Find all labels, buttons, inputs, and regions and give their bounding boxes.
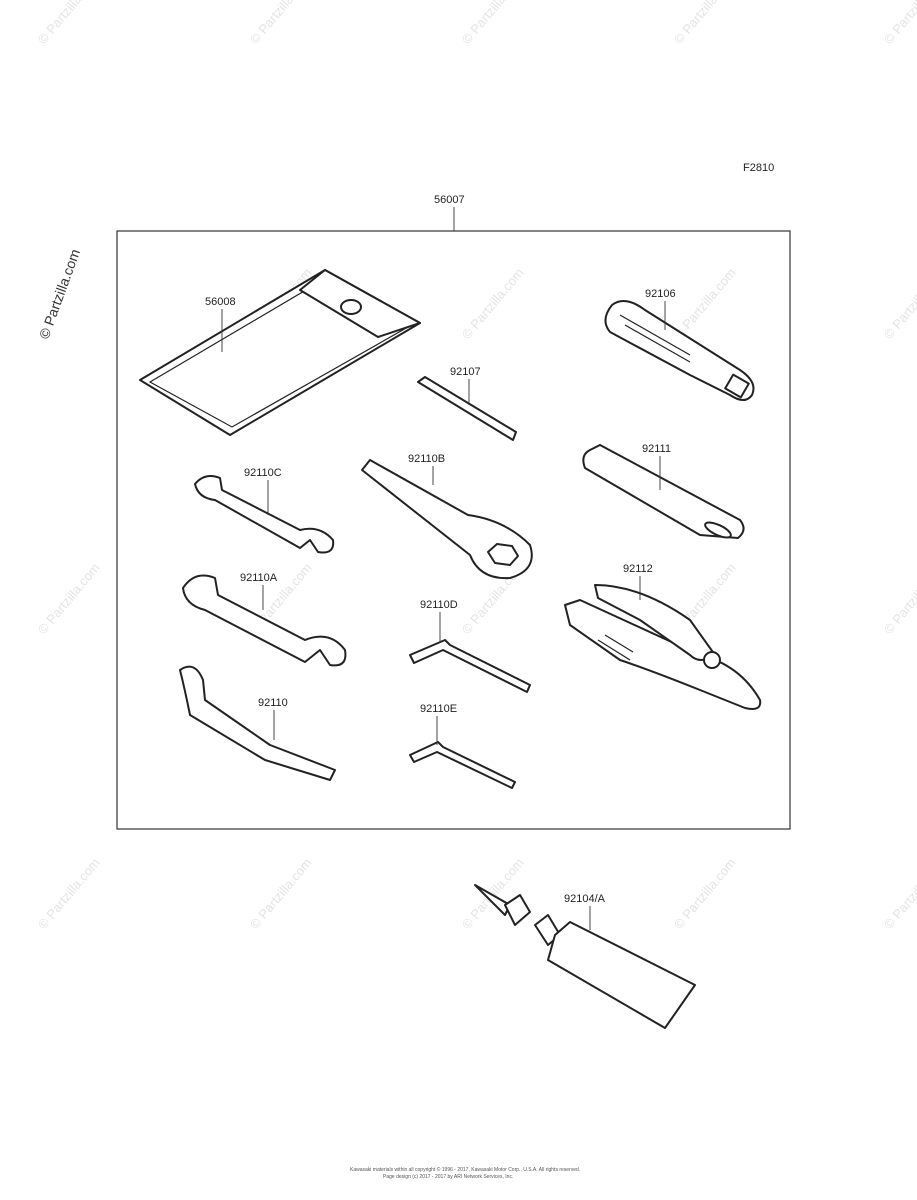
copyright-line: Kawasaki materials within all copyright …	[350, 1166, 580, 1173]
tool-pouch	[139, 269, 421, 436]
watermark: © Partzilla.com	[881, 560, 917, 637]
watermark: © Partzilla.com	[459, 265, 527, 342]
part-label-small-hex-key: 92110E	[420, 703, 457, 715]
part-label-box-wrench: 92110B	[408, 453, 445, 465]
extension-handle	[582, 444, 745, 539]
watermark: © Partzilla.com	[247, 0, 315, 47]
part-label-pouch: 56008	[205, 296, 236, 308]
large-hex-key	[409, 639, 531, 693]
side-watermark: © Partzilla.com	[36, 247, 83, 341]
part-label-hook-spanner: 92110	[258, 697, 288, 709]
large-spanner	[182, 574, 347, 667]
watermark: © Partzilla.com	[671, 0, 739, 47]
watermark: © Partzilla.com	[881, 855, 917, 932]
part-label-large-spanner: 92110A	[240, 572, 278, 584]
part-label-large-hex-key: 92110D	[420, 599, 458, 611]
screwdriver-handle	[604, 300, 755, 401]
part-label-screwdriver-bit: 92107	[450, 366, 481, 378]
figure-code: F2810	[743, 162, 774, 174]
hook-spanner	[179, 665, 336, 781]
watermark: © Partzilla.com	[671, 855, 739, 932]
kit-part-label: 56007	[434, 194, 465, 206]
part-label-screwdriver-handle: 92106	[645, 288, 676, 300]
small-hex-key	[409, 741, 516, 789]
screwdriver-bit	[417, 376, 517, 441]
pliers	[564, 584, 762, 710]
watermark: © Partzilla.com	[459, 0, 527, 47]
watermark: © Partzilla.com	[671, 265, 739, 342]
watermark: © Partzilla.com	[881, 0, 917, 47]
part-label-extension-handle: 92111	[642, 443, 671, 455]
part-label-grease-tube: 92104/A	[564, 893, 606, 905]
tool-kit-box	[116, 230, 791, 830]
box-wrench	[361, 459, 533, 580]
watermark: © Partzilla.com	[35, 560, 103, 637]
small-spanner	[194, 475, 335, 554]
watermark-layer: © Partzilla.com © Partzilla.com © Partzi…	[35, 0, 917, 932]
part-label-pliers: 92112	[623, 563, 653, 575]
part-label-small-spanner: 92110C	[244, 467, 282, 479]
watermark: © Partzilla.com	[247, 855, 315, 932]
grease-tube	[474, 884, 696, 1029]
watermark: © Partzilla.com	[881, 265, 917, 342]
page-design-line: Page design (c) 2017 - 2017 by ARI Netwo…	[383, 1174, 513, 1180]
watermark: © Partzilla.com	[35, 0, 103, 47]
watermark: © Partzilla.com	[35, 855, 103, 932]
